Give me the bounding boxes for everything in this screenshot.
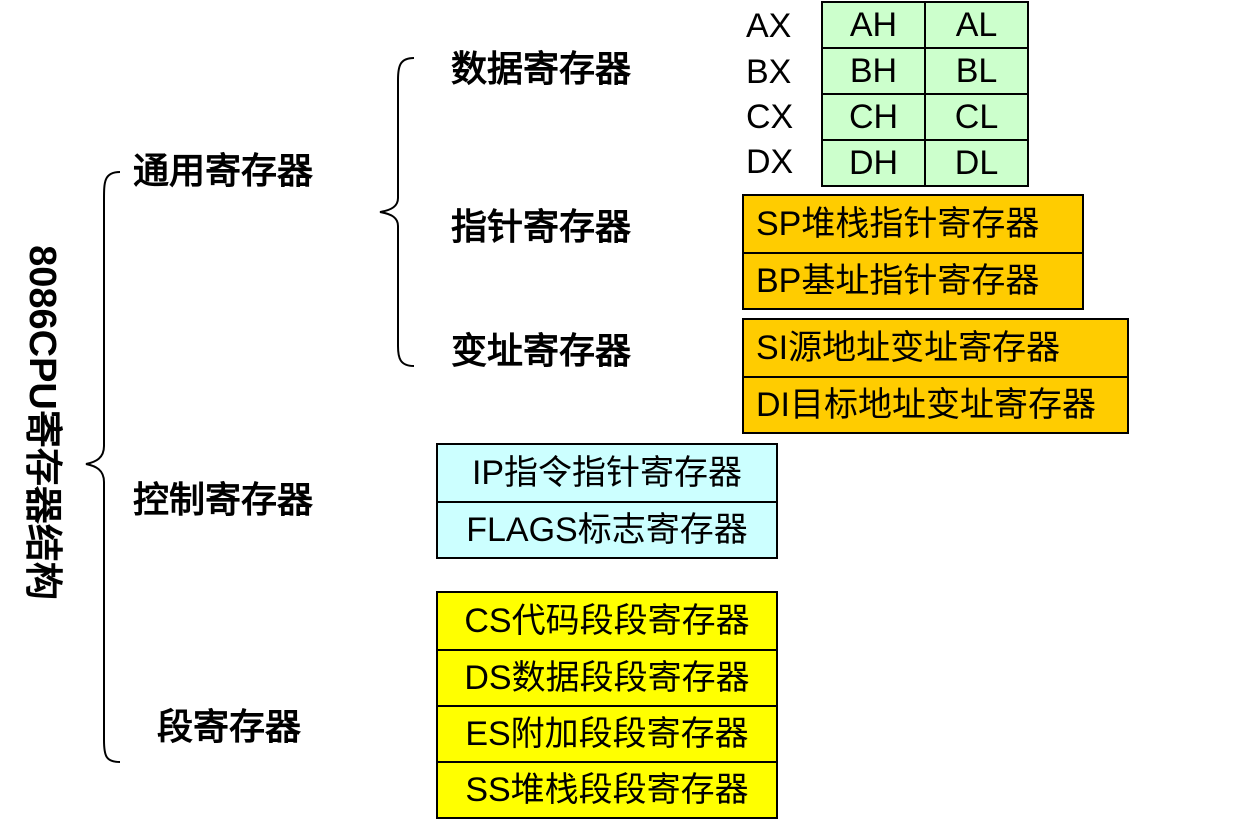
index-register-si: SI源地址变址寄存器 bbox=[756, 329, 1061, 367]
register-cell-dh: DH bbox=[821, 139, 926, 187]
table-row: AH AL bbox=[821, 1, 1029, 49]
register-cell-bl: BL bbox=[924, 47, 1029, 95]
root-brace bbox=[85, 171, 121, 763]
register-cell-bh: BH bbox=[821, 47, 926, 95]
table-row: BH BL bbox=[821, 47, 1029, 95]
category-general: 通用寄存器 bbox=[133, 150, 314, 191]
root-title: 8086CPU寄存器结构 bbox=[20, 244, 63, 600]
subcategory-data: 数据寄存器 bbox=[451, 48, 632, 89]
general-brace bbox=[379, 57, 415, 367]
register-name-ax: AX bbox=[746, 7, 792, 45]
data-register-table: AH AL BH BL CH CL DH DL bbox=[821, 1, 1029, 187]
pointer-register-box: SP堆栈指针寄存器 BP基址指针寄存器 bbox=[742, 194, 1084, 310]
segment-register-box: CS代码段段寄存器 DS数据段段寄存器 ES附加段段寄存器 SS堆栈段段寄存器 bbox=[436, 591, 778, 819]
table-row: DH DL bbox=[821, 139, 1029, 187]
control-register-box: IP指令指针寄存器 FLAGS标志寄存器 bbox=[436, 443, 778, 559]
register-name-cx: CX bbox=[746, 98, 794, 136]
subcategory-index: 变址寄存器 bbox=[451, 330, 632, 371]
table-row: CH CL bbox=[821, 93, 1029, 141]
register-cell-al: AL bbox=[924, 1, 1029, 49]
register-cell-cl: CL bbox=[924, 93, 1029, 141]
subcategory-pointer: 指针寄存器 bbox=[451, 206, 632, 247]
pointer-register-sp: SP堆栈指针寄存器 bbox=[756, 205, 1040, 243]
register-name-dx: DX bbox=[746, 143, 794, 181]
segment-register-es: ES附加段段寄存器 bbox=[438, 705, 776, 761]
index-register-di: DI目标地址变址寄存器 bbox=[744, 376, 1127, 432]
control-register-flags: FLAGS标志寄存器 bbox=[438, 501, 776, 557]
segment-register-cs: CS代码段段寄存器 bbox=[464, 602, 750, 640]
register-cell-ah: AH bbox=[821, 1, 926, 49]
pointer-register-bp: BP基址指针寄存器 bbox=[744, 252, 1082, 308]
category-segment: 段寄存器 bbox=[157, 706, 302, 747]
register-name-bx: BX bbox=[746, 53, 792, 91]
category-control: 控制寄存器 bbox=[133, 479, 314, 520]
index-register-box: SI源地址变址寄存器 DI目标地址变址寄存器 bbox=[742, 318, 1129, 434]
register-cell-dl: DL bbox=[924, 139, 1029, 187]
segment-register-ss: SS堆栈段段寄存器 bbox=[438, 761, 776, 817]
register-cell-ch: CH bbox=[821, 93, 926, 141]
control-register-ip: IP指令指针寄存器 bbox=[471, 454, 743, 492]
segment-register-ds: DS数据段段寄存器 bbox=[438, 649, 776, 705]
